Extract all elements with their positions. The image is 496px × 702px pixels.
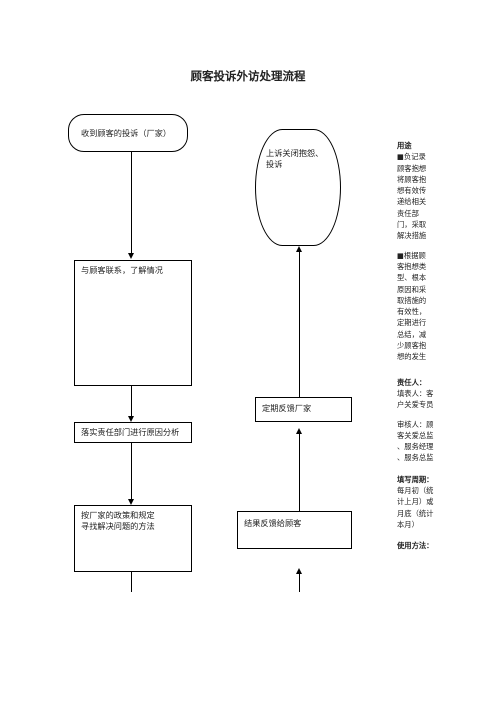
purpose-text-1: ■负记录 顾客抱想 将顾客抱 想有效传 递给相关 责任部 门，采取 解决措施 — [397, 152, 427, 241]
connector-line — [299, 252, 300, 397]
arrow-up-icon — [296, 568, 302, 574]
step-cause-analysis: 落实责任部门进行原因分析 — [74, 422, 192, 443]
purpose-text-2: ■根据顾 客抱想类 型、根本 原因和采 取措施的 有效性， 定期进行 总结，减 … — [397, 250, 427, 362]
connector-line — [299, 574, 300, 592]
responsible-heading: 责任人： — [397, 377, 427, 387]
period-heading: 填写周期： — [397, 474, 434, 484]
responsible-reviewer: 审核人：顾 客关爱总监 、服务经理 、服务总监 — [397, 419, 434, 463]
arrow-up-icon — [296, 246, 302, 252]
start-node-receive-complaint: 收到顾客的投诉（厂家） — [68, 114, 188, 152]
responsible-filler: 填表人：客 户关爱专员 — [397, 388, 434, 410]
connector-line — [131, 386, 132, 416]
usage-heading: 使用方法： — [397, 541, 434, 551]
connector-line — [299, 434, 300, 511]
arrow-up-icon — [296, 428, 302, 434]
connector-line — [131, 443, 132, 499]
connector-line — [131, 572, 132, 592]
step-contact-customer: 与顾客联系，了解情况 — [74, 260, 192, 386]
arrow-down-icon — [128, 499, 134, 505]
page-title: 顾客投诉外访处理流程 — [190, 69, 306, 83]
notes-sidebar: 用途 ■负记录 顾客抱想 将顾客抱 想有效传 递给相关 责任部 门，采取 解决措… — [397, 140, 455, 552]
step-feedback-factory: 定期反馈厂家 — [255, 397, 352, 422]
period-text: 每月初（统 计上月）或 月底（统计 本月） — [397, 486, 434, 529]
step-feedback-customer: 结果反馈给顾客 — [237, 511, 352, 549]
step-find-solution: 按厂家的政策和规定 寻找解决问题的方法 — [74, 505, 192, 572]
arrow-down-icon — [128, 416, 134, 422]
end-node-close-complaint: 上诉关闭抱怨、 投诉 — [255, 129, 341, 246]
arrow-down-icon — [128, 253, 134, 259]
connector-line — [131, 152, 132, 253]
purpose-heading: 用途 — [397, 141, 412, 150]
